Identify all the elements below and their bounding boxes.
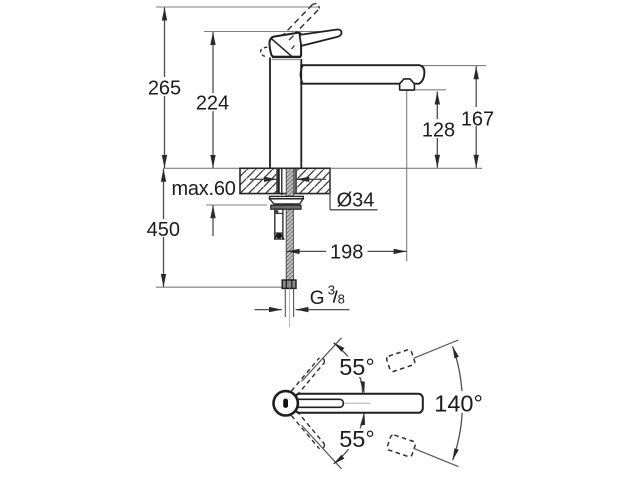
svg-text:167: 167: [461, 109, 494, 131]
svg-text:55°: 55°: [339, 354, 375, 380]
svg-text:140°: 140°: [434, 391, 483, 417]
svg-text:G: G: [310, 288, 325, 309]
svg-text:224: 224: [196, 93, 229, 115]
svg-text:128: 128: [422, 120, 455, 142]
svg-text:3: 3: [328, 283, 335, 298]
svg-text:Ø34: Ø34: [337, 189, 375, 211]
svg-text:450: 450: [147, 219, 180, 241]
svg-text:55°: 55°: [339, 426, 375, 452]
svg-text:8: 8: [338, 292, 345, 307]
svg-text:max.60: max.60: [172, 178, 236, 200]
svg-text:198: 198: [330, 242, 363, 264]
svg-text:265: 265: [148, 78, 181, 100]
